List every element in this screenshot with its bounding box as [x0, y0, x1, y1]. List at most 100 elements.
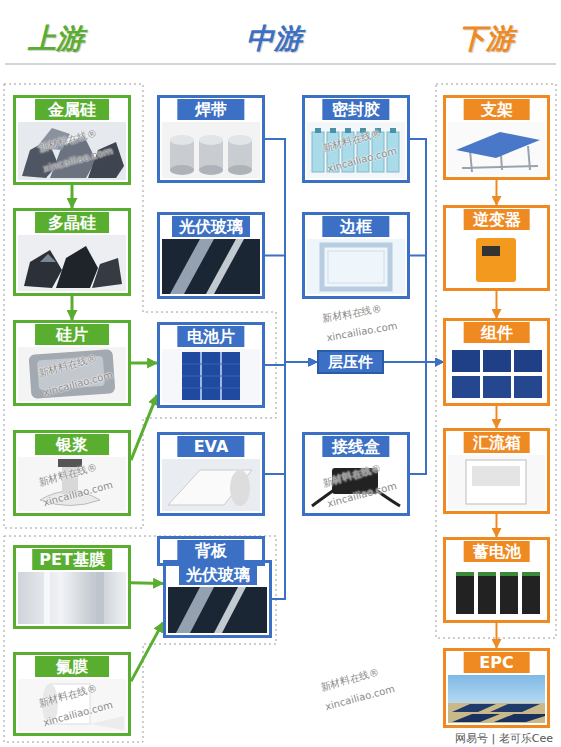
flow-arrow — [265, 139, 317, 362]
polysilicon-photo — [18, 235, 126, 291]
watermark: xincailiao.com — [42, 145, 114, 175]
card-title: 逆变器 — [463, 209, 530, 230]
sealant-photo — [357, 132, 369, 172]
stage-heading: 中游 — [246, 22, 302, 56]
glass-photo — [162, 239, 260, 294]
sealant-photo — [342, 132, 354, 172]
group-outline — [4, 536, 276, 742]
frame-photo — [328, 251, 384, 283]
module-photo — [514, 376, 542, 398]
flow-arrow — [496, 406, 498, 428]
card-title: 密封胶 — [322, 99, 389, 120]
material-card: 蓄电池 — [443, 537, 550, 623]
card-title: 光伏玻璃 — [179, 564, 257, 585]
group-outline — [4, 84, 556, 742]
header-rule — [5, 64, 556, 65]
battery-photo — [456, 572, 474, 614]
process-label: 层压件 — [319, 352, 382, 372]
polysilicon-photo — [56, 246, 98, 288]
card-title: 硅片 — [35, 324, 109, 345]
cell-photo — [182, 376, 240, 377]
watermark: xincailiao.com — [326, 480, 398, 510]
flow-arrow — [496, 180, 498, 205]
card-title: 氟膜 — [35, 656, 109, 677]
material-card: 逆变器 — [443, 205, 550, 291]
sealant-photo — [315, 128, 321, 133]
junction-box-photo — [376, 490, 400, 506]
silicon-metal-photo — [18, 122, 126, 180]
card-title: 金属硅 — [35, 99, 109, 120]
glass-photo — [170, 239, 214, 294]
cell-photo — [182, 352, 240, 400]
material-card: EVA — [157, 432, 265, 516]
watermark: 新材料在线® — [37, 461, 98, 488]
glass-photo — [168, 587, 267, 633]
flow-arrow — [410, 362, 443, 474]
bracket-photo — [448, 122, 545, 175]
card-title: 背板 — [177, 540, 244, 561]
flow-arrow — [131, 581, 163, 585]
module-photo — [448, 345, 545, 401]
combiner-box-photo — [448, 455, 545, 509]
frame-photo — [307, 239, 405, 294]
wafer-photo — [18, 347, 126, 401]
battery-photo — [478, 572, 496, 576]
sealant-photo — [375, 128, 381, 133]
material-card: 银浆 — [13, 430, 131, 516]
flow-arrow — [71, 185, 74, 208]
solar-farm-photo — [448, 675, 545, 723]
stage-heading: 上游 — [28, 22, 84, 56]
glass-photo — [206, 239, 244, 294]
combiner-box-photo — [472, 466, 520, 486]
stage-heading: 下游 — [458, 22, 514, 56]
battery-photo — [500, 572, 518, 576]
ribbon-spools-photo — [228, 135, 252, 145]
ribbon-spools-photo — [170, 165, 194, 175]
sealant-photo — [345, 128, 351, 133]
silicon-metal-photo — [88, 142, 124, 178]
watermark: 新材料在线® — [321, 127, 382, 154]
fluoro-film-photo — [90, 716, 124, 730]
inverter-photo — [448, 232, 545, 286]
flow-arrow — [71, 296, 74, 320]
card-title: EVA — [177, 436, 244, 457]
watermark: 新材料在线® — [321, 303, 382, 325]
flow-arrow — [131, 395, 157, 460]
material-card: 硅片 — [13, 320, 131, 406]
inverter-photo — [448, 232, 545, 286]
flow-arrow — [410, 139, 443, 362]
material-card: EPC — [443, 648, 550, 728]
combiner-box-photo — [448, 455, 545, 509]
card-title: 光伏玻璃 — [172, 216, 250, 237]
glass-photo — [176, 587, 214, 633]
card-title: 焊带 — [177, 99, 244, 120]
watermark: 新材料在线® — [321, 462, 382, 489]
cell-photo — [162, 349, 260, 403]
watermark: xincailiao.com — [326, 320, 399, 344]
battery-photo — [522, 572, 540, 614]
ribbon-spools-photo — [162, 122, 260, 178]
sealant-photo — [330, 128, 336, 133]
material-card: 焊带 — [157, 95, 265, 183]
module-photo — [448, 345, 545, 401]
inverter-photo — [482, 246, 500, 256]
fluoro-film-photo — [18, 679, 126, 731]
bracket-photo — [456, 132, 540, 158]
battery-photo — [448, 564, 545, 618]
ribbon-spools-photo — [170, 135, 194, 145]
card-title: 电池片 — [177, 326, 244, 347]
material-card: 光伏玻璃 — [157, 212, 265, 299]
card-title: PET基膜 — [32, 549, 112, 570]
module-photo — [483, 350, 511, 372]
glass-photo — [168, 587, 267, 633]
junction-box-photo — [307, 459, 405, 511]
flow-arrow — [496, 623, 498, 648]
glass-photo — [214, 587, 246, 633]
pet-film-photo — [18, 572, 126, 624]
solar-farm-photo — [452, 714, 500, 722]
flow-arrow — [265, 362, 317, 474]
eva-film-photo — [162, 459, 260, 511]
ribbon-spools-photo — [199, 165, 223, 175]
watermark: 新材料在线® — [319, 666, 380, 693]
